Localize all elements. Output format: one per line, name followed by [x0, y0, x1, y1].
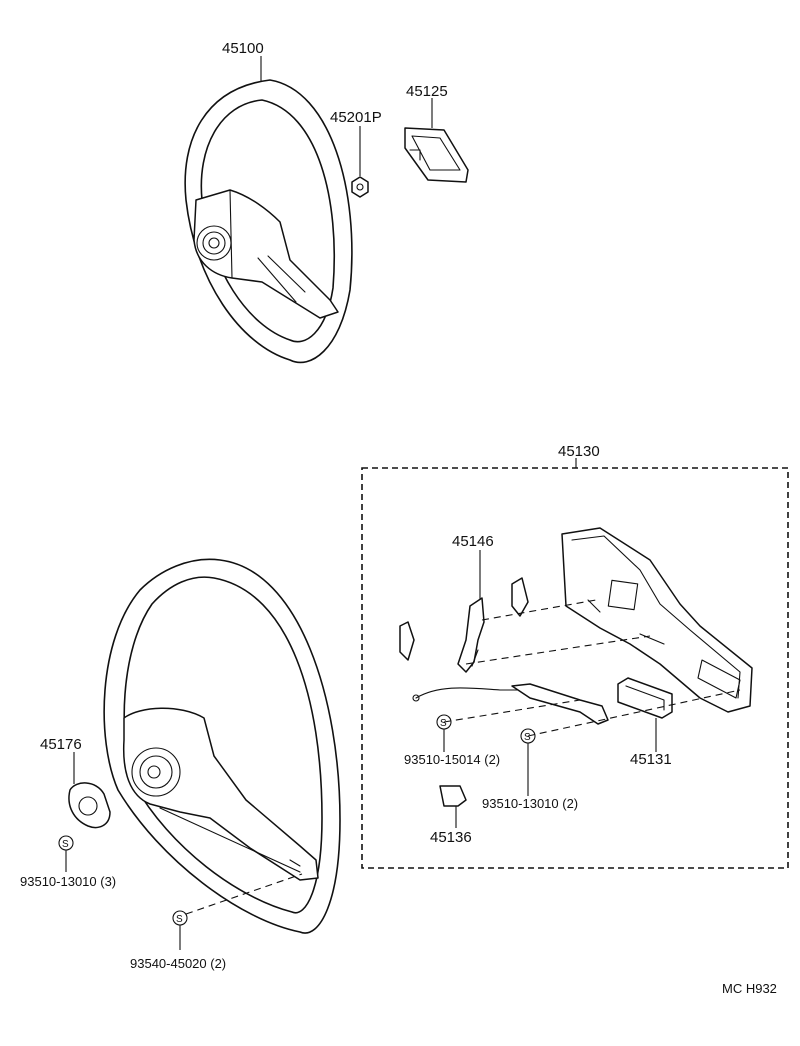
label-93510-13010-2: 93510-13010 (2): [482, 796, 578, 811]
s-mark-a: S: [436, 714, 452, 730]
svg-text:S: S: [524, 732, 531, 743]
bracket-part: [457, 597, 485, 673]
horn-wire: [412, 683, 609, 725]
label-45131: 45131: [630, 751, 672, 768]
lower-steering-wheel: [103, 558, 341, 934]
nut-part: [351, 176, 369, 198]
svg-text:S: S: [176, 914, 183, 925]
clip-part: [439, 785, 467, 807]
diagram-code: MC H932: [722, 981, 777, 996]
horn-pad-body: [561, 527, 753, 713]
plate-part: [68, 782, 111, 829]
label-45136: 45136: [430, 829, 472, 846]
label-93540-45020: 93540-45020 (2): [130, 956, 226, 971]
s-mark-c: S: [58, 835, 74, 851]
contact-piece: [511, 577, 529, 617]
upper-steering-wheel: [184, 79, 353, 364]
label-45176: 45176: [40, 736, 82, 753]
small-pad-part: [404, 127, 469, 183]
assembly-box: [361, 467, 789, 869]
pad-insert-part: [617, 677, 673, 719]
label-45201p: 45201P: [330, 109, 382, 126]
small-clip: [399, 621, 415, 661]
svg-text:S: S: [62, 839, 69, 850]
svg-text:S: S: [440, 718, 447, 729]
label-93510-15014: 93510-15014 (2): [404, 752, 500, 767]
label-93510-13010-3: 93510-13010 (3): [20, 874, 116, 889]
label-45125: 45125: [406, 83, 448, 100]
s-mark-b: S: [520, 728, 536, 744]
label-45100: 45100: [222, 40, 264, 57]
label-45146: 45146: [452, 533, 494, 550]
label-45130: 45130: [558, 443, 600, 460]
s-mark-d: S: [172, 910, 188, 926]
